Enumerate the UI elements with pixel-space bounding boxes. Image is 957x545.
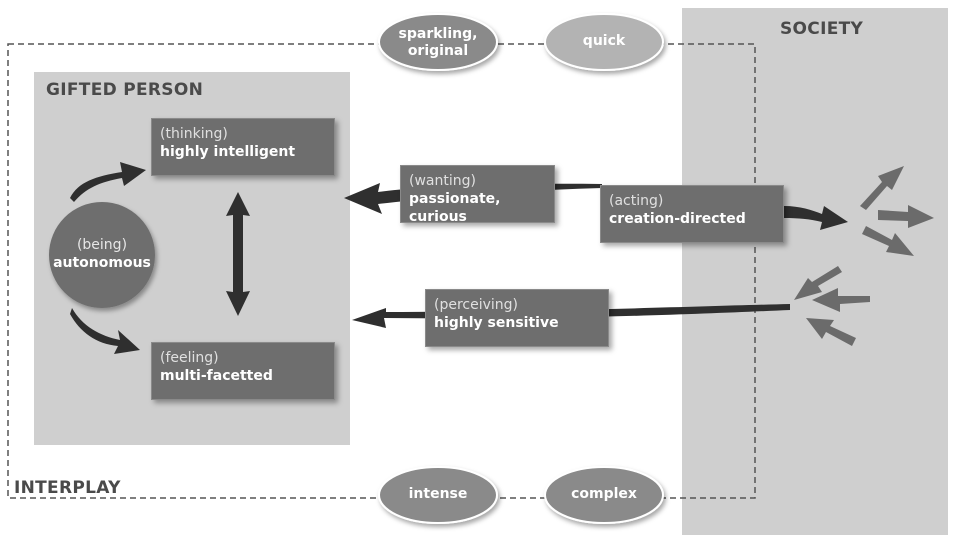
being-node: (being) autonomous bbox=[49, 236, 155, 272]
arrow-being-to-feeling bbox=[70, 308, 140, 354]
acting-quality: creation-directed bbox=[609, 211, 746, 227]
ellipse-intense bbox=[378, 466, 498, 524]
perceiving-mode: (perceiving) bbox=[434, 297, 519, 313]
wanting-mode: (wanting) bbox=[409, 173, 476, 189]
wanting-box: (wanting) passionate, curious bbox=[400, 165, 555, 225]
society-panel bbox=[682, 8, 948, 535]
society-outgoing-arrows bbox=[860, 166, 934, 256]
perceiving-quality: highly sensitive bbox=[434, 315, 559, 331]
interplay-label: INTERPLAY bbox=[14, 478, 121, 498]
society-label: SOCIETY bbox=[780, 19, 864, 39]
feeling-box: (feeling) multi-facetted bbox=[151, 342, 335, 400]
being-circle bbox=[49, 202, 155, 308]
wanting-quality: passionate, curious bbox=[409, 191, 501, 225]
arrow-acting bbox=[784, 206, 848, 230]
arrow-thinking-feeling bbox=[226, 192, 250, 316]
ellipse-complex bbox=[544, 466, 664, 524]
acting-box: (acting) creation-directed bbox=[600, 185, 784, 243]
thinking-quality: highly intelligent bbox=[160, 144, 296, 160]
society-incoming-arrows bbox=[794, 266, 870, 346]
ellipse-label-complex: complex bbox=[571, 486, 637, 502]
ellipse-label-quick: quick bbox=[582, 33, 626, 49]
being-quality: autonomous bbox=[53, 255, 151, 271]
being-mode: (being) bbox=[76, 237, 128, 253]
interplay-frame bbox=[7, 43, 756, 499]
feeling-quality: multi-facetted bbox=[160, 368, 273, 384]
ellipse-sparkling bbox=[378, 13, 498, 71]
arrow-being-to-thinking bbox=[70, 162, 146, 202]
ellipse-text-sparkling-2: original bbox=[407, 43, 469, 59]
ellipse-label-sparkling: sparkling, original bbox=[379, 26, 497, 60]
thinking-mode: (thinking) bbox=[160, 126, 228, 142]
perceiving-box: (perceiving) highly sensitive bbox=[425, 289, 609, 347]
thinking-box: (thinking) highly intelligent bbox=[151, 118, 335, 176]
acting-mode: (acting) bbox=[609, 193, 664, 209]
gifted-person-label: GIFTED PERSON bbox=[46, 80, 204, 100]
ellipse-text-sparkling-1: sparkling, bbox=[398, 26, 478, 42]
ellipse-label-intense: intense bbox=[408, 486, 468, 502]
ellipse-quick bbox=[544, 13, 664, 71]
feeling-mode: (feeling) bbox=[160, 350, 219, 366]
